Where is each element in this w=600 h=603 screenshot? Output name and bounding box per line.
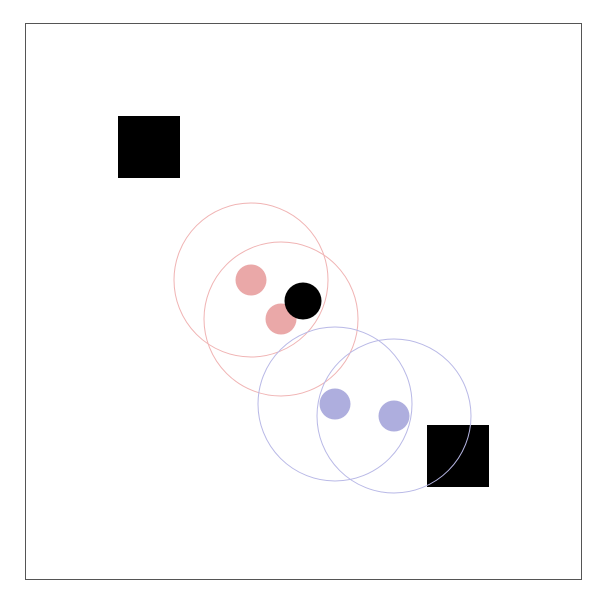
obstacle-square-top-left bbox=[118, 116, 180, 178]
obstacle-square-bottom-right bbox=[427, 425, 489, 487]
arena-frame bbox=[25, 23, 582, 580]
blue-unit bbox=[378, 400, 410, 432]
red-range-ring bbox=[203, 241, 359, 397]
player-agent bbox=[284, 282, 322, 320]
blue-range-ring bbox=[257, 326, 413, 482]
blue-range-ring bbox=[316, 338, 472, 494]
red-unit bbox=[235, 264, 267, 296]
red-range-ring bbox=[173, 202, 329, 358]
blue-unit bbox=[319, 388, 351, 420]
